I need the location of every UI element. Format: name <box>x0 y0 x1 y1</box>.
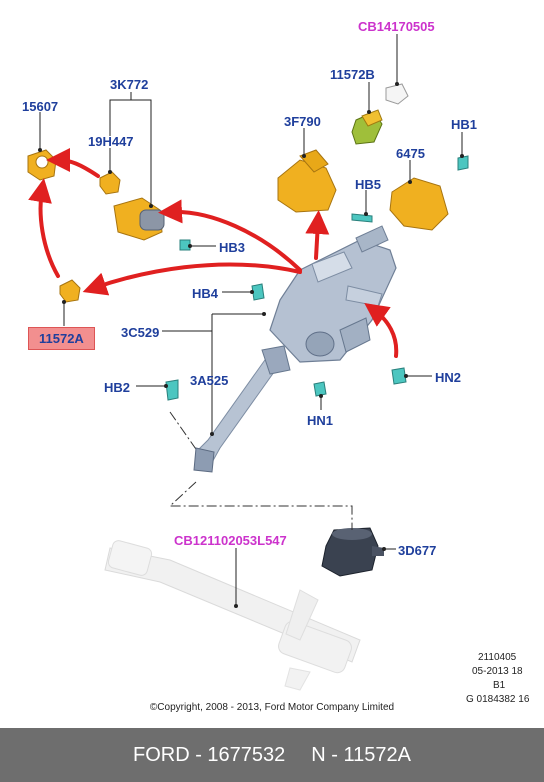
label-hb4: HB4 <box>192 286 219 301</box>
bolt-hb3 <box>179 239 191 251</box>
leader-lines <box>39 34 463 606</box>
steering-column-diagram <box>27 34 469 691</box>
leader-dots <box>38 82 464 608</box>
label-hb5: HB5 <box>355 177 382 192</box>
label-3a525: 3A525 <box>190 373 229 388</box>
intermediate-shaft <box>193 345 291 473</box>
bolt-hb4 <box>251 283 265 301</box>
footer-catalog-code: N - 11572A <box>311 743 411 766</box>
part-19h447 <box>99 171 121 195</box>
steering-column <box>269 225 397 363</box>
bolt-hb5 <box>351 213 373 223</box>
footer-part-number: FORD - 1677532 <box>133 743 286 766</box>
steering-boot-3d677 <box>321 527 384 577</box>
nut-hn1 <box>313 381 327 397</box>
label-3f790: 3F790 <box>284 114 321 129</box>
label-hb3: HB3 <box>219 240 246 255</box>
footer-bar: FORD - 1677532 N - 11572A <box>0 728 544 782</box>
copyright-notice: ©Copyright, 2008 - 2013, Ford Motor Comp… <box>149 702 395 713</box>
guide-lines <box>168 411 353 530</box>
label-3k772: 3K772 <box>110 77 149 92</box>
bolt-hb2 <box>165 379 179 401</box>
label-cb121102053l547: CB121102053L547 <box>174 533 287 548</box>
part-11572b <box>351 109 383 145</box>
steering-rack <box>104 540 361 691</box>
label-11572a-highlighted: 11572A <box>28 327 95 350</box>
label-hb1: HB1 <box>451 117 478 132</box>
fasteners <box>165 155 469 401</box>
label-3d677: 3D677 <box>398 543 437 558</box>
meta-line-1: 2110405 <box>478 652 517 663</box>
meta-line-4: G 0184382 16 <box>466 694 530 705</box>
part-cb14170505 <box>385 83 409 105</box>
label-19h447: 19H447 <box>88 134 134 149</box>
label-hn1: HN1 <box>307 413 334 428</box>
meta-line-3: B1 <box>493 680 506 691</box>
meta-line-2: 05-2013 18 <box>472 666 523 677</box>
label-11572b: 11572B <box>330 67 375 82</box>
label-6475: 6475 <box>396 146 425 161</box>
label-15607: 15607 <box>22 99 59 114</box>
part-3f790 <box>277 149 337 213</box>
label-3c529: 3C529 <box>121 325 160 340</box>
nut-hn2 <box>391 367 407 385</box>
part-6475 <box>389 177 449 231</box>
part-15607 <box>27 149 57 181</box>
label-cb14170505: CB14170505 <box>358 19 435 34</box>
red-arrows <box>28 148 399 358</box>
label-hb2: HB2 <box>104 380 131 395</box>
bolt-hb1 <box>457 155 469 171</box>
part-3k772 <box>113 197 165 241</box>
label-hn2: HN2 <box>435 370 462 385</box>
part-11572a <box>59 279 81 303</box>
